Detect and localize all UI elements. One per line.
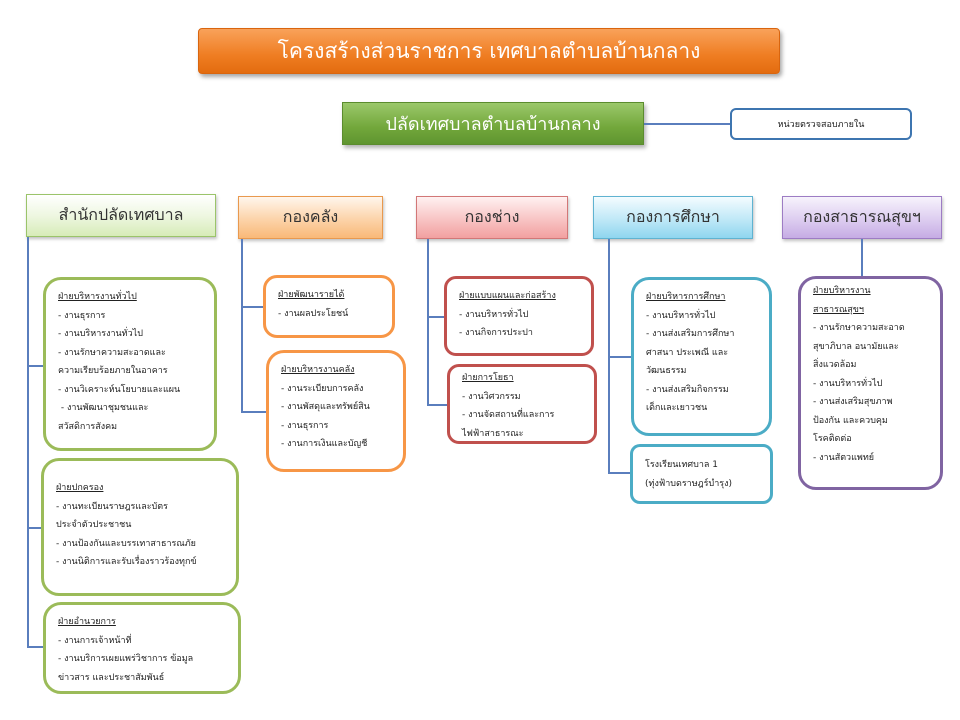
section-line: - งานระเบียบการคลัง bbox=[281, 383, 364, 394]
connector-line bbox=[861, 239, 863, 276]
section-line: สวัสดิการสังคม bbox=[58, 421, 118, 432]
section-line: - งานบริหารงานทั่วไป bbox=[58, 329, 143, 339]
section-directing: ฝ่ายอำนวยการ - งานการเจ้าหน้าที่ - งานบร… bbox=[43, 602, 241, 694]
section-line: ป้องกัน และควบคุม bbox=[813, 415, 888, 426]
section-governance: ฝ่ายปกครอง - งานทะเบียนราษฎรและบัตร ประจ… bbox=[41, 458, 239, 596]
connector-line bbox=[644, 123, 730, 125]
section-title: ฝ่ายบริหารงาน สาธารณสุขฯ bbox=[813, 286, 871, 315]
section-title: ฝ่ายการโยธา bbox=[462, 373, 514, 383]
connector-line bbox=[241, 239, 243, 412]
section-line: โรงเรียนเทศบาล 1 bbox=[645, 460, 718, 470]
section-revenue-development: ฝ่ายพัฒนารายได้ - งานผลประโยชน์ bbox=[263, 275, 395, 338]
section-line: - งานการเงินและบัญชี bbox=[281, 439, 368, 449]
section-line: เด็กและเยาวชน bbox=[646, 403, 708, 413]
section-education-admin: ฝ่ายบริหารการศึกษา - งานบริหารทั่วไป - ง… bbox=[631, 277, 772, 436]
section-line: ข่าวสาร และประชาสัมพันธ์ bbox=[58, 672, 165, 683]
section-line: - งานบริหารทั่วไป bbox=[459, 309, 529, 320]
section-line: ศาสนา ประเพณี และ bbox=[646, 347, 729, 358]
section-line: - งานวิเคราะห์นโยบายและแผน bbox=[58, 384, 181, 395]
section-title: ฝ่ายอำนวยการ bbox=[58, 617, 116, 627]
division-office-of-clerk: สำนักปลัดเทศบาล bbox=[26, 194, 216, 237]
section-line: - งานบริการเผยแพร่วิชาการ ข้อมูล bbox=[58, 654, 194, 664]
section-line: - งานรักษาความสะอาดและ bbox=[58, 347, 166, 358]
section-line: - งานพัสดุและทรัพย์สิน bbox=[281, 402, 370, 412]
section-line: - งานวิศวกรรม bbox=[462, 391, 521, 402]
section-line: - งานนิติการและรับเรื่องราวร้องทุกข์ bbox=[56, 557, 197, 567]
section-line: - งานบริหารทั่วไป bbox=[646, 310, 716, 321]
division-finance: กองคลัง bbox=[238, 196, 383, 239]
section-line: - งานจัดสถานที่และการ bbox=[462, 410, 555, 420]
section-line: - งานส่งเสริมการศึกษา bbox=[646, 329, 735, 339]
section-public-health-admin: ฝ่ายบริหารงาน สาธารณสุขฯ - งานรักษาความส… bbox=[798, 276, 943, 490]
section-line: (ทุ่งฟ้าบดราษฎร์บำรุง) bbox=[645, 478, 733, 489]
division-public-health: กองสาธารณสุขฯ bbox=[782, 196, 942, 239]
section-title: ฝ่ายบริหารการศึกษา bbox=[646, 292, 726, 302]
connector-line bbox=[427, 239, 429, 405]
section-title: ฝ่ายพัฒนารายได้ bbox=[278, 290, 345, 300]
connector-line bbox=[608, 472, 630, 474]
section-general-admin: ฝ่ายบริหารงานทั่วไป - งานธุรการ - งานบริ… bbox=[43, 277, 217, 451]
connector-line bbox=[241, 411, 266, 413]
section-line: ไฟฟ้าสาธารณะ bbox=[462, 428, 524, 439]
internal-audit-box: หน่วยตรวจสอบภายใน bbox=[730, 108, 912, 140]
section-line: - งานทะเบียนราษฎรและบัตร bbox=[56, 501, 168, 512]
section-line: สุขาภิบาล อนามัยและ bbox=[813, 341, 899, 352]
section-line: - งานผลประโยชน์ bbox=[278, 308, 349, 319]
section-line: - งานส่งเสริมกิจกรรม bbox=[646, 384, 729, 395]
connector-line bbox=[27, 527, 41, 529]
section-finance-admin: ฝ่ายบริหารงานคลัง - งานระเบียบการคลัง - … bbox=[266, 350, 406, 472]
connector-line bbox=[27, 365, 43, 367]
section-title: ฝ่ายบริหารงานทั่วไป bbox=[58, 292, 137, 302]
division-engineering: กองช่าง bbox=[416, 196, 568, 239]
section-line: - งานธุรการ bbox=[281, 420, 329, 431]
section-planning-construction: ฝ่ายแบบแผนและก่อสร้าง - งานบริหารทั่วไป … bbox=[444, 276, 594, 356]
section-line: - งานพัฒนาชุมชนและ bbox=[58, 403, 149, 413]
section-line: - งานธุรการ bbox=[58, 310, 106, 321]
section-line: - งานกิจการประปา bbox=[459, 328, 533, 338]
connector-line bbox=[427, 316, 444, 318]
section-title: ฝ่ายปกครอง bbox=[56, 483, 104, 493]
connector-line bbox=[241, 306, 263, 308]
section-line: ความเรียบร้อยภายในอาคาร bbox=[58, 366, 168, 376]
section-line: - งานส่งเสริมสุขภาพ bbox=[813, 397, 893, 407]
section-line: ประจำตัวประชาชน bbox=[56, 520, 132, 530]
chart-title: โครงสร้างส่วนราชการ เทศบาลตำบลบ้านกลาง bbox=[198, 28, 780, 74]
section-line: วัฒนธรรม bbox=[646, 366, 687, 376]
chief-administrator-box: ปลัดเทศบาลตำบลบ้านกลาง bbox=[342, 102, 644, 145]
school-box: โรงเรียนเทศบาล 1 (ทุ่งฟ้าบดราษฎร์บำรุง) bbox=[630, 444, 773, 504]
section-title: ฝ่ายแบบแผนและก่อสร้าง bbox=[459, 291, 556, 301]
section-line: - งานสัตวแพทย์ bbox=[813, 452, 875, 463]
connector-line bbox=[27, 237, 29, 647]
connector-line bbox=[608, 356, 631, 358]
section-public-works: ฝ่ายการโยธา - งานวิศวกรรม - งานจัดสถานที… bbox=[447, 364, 597, 444]
section-line: - งานป้องกันและบรรเทาสาธารณภัย bbox=[56, 538, 196, 549]
section-line: - งานรักษาความสะอาด bbox=[813, 323, 905, 333]
section-line: - งานบริหารทั่วไป bbox=[813, 378, 883, 389]
section-line: สิ่งแวดล้อม bbox=[813, 360, 857, 370]
connector-line bbox=[427, 404, 447, 406]
division-education: กองการศึกษา bbox=[593, 196, 753, 239]
connector-line bbox=[27, 646, 43, 648]
section-title: ฝ่ายบริหารงานคลัง bbox=[281, 365, 355, 375]
section-line: - งานการเจ้าหน้าที่ bbox=[58, 635, 132, 646]
section-line: โรคติดต่อ bbox=[813, 434, 852, 444]
